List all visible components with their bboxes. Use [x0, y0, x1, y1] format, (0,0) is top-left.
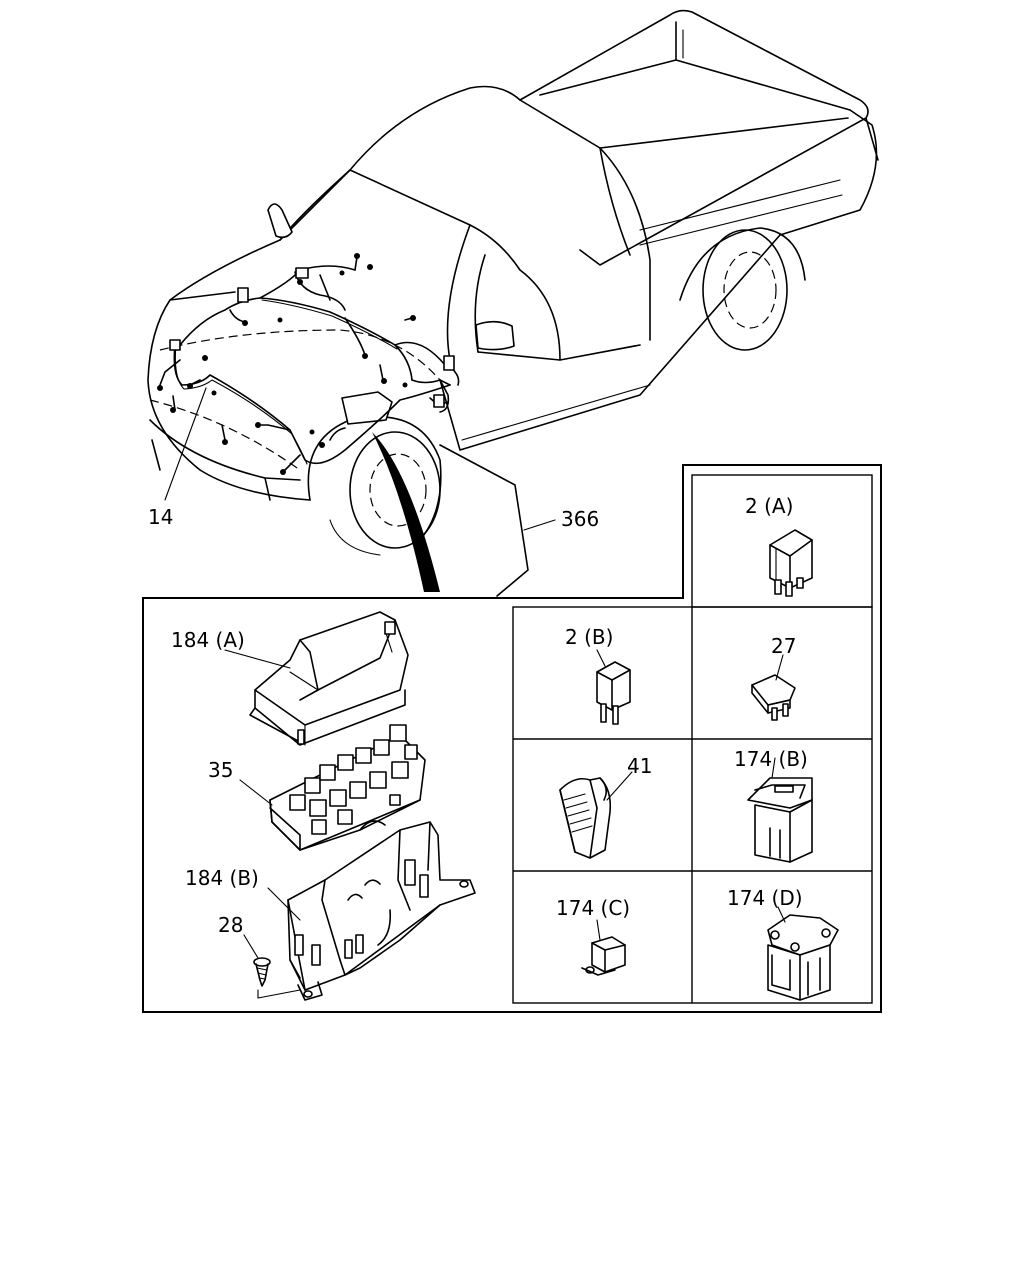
screw-28: 28: [218, 913, 301, 999]
callout-14-label: 14: [148, 505, 173, 529]
fuse-box-lower-case: 184 (B): [185, 821, 476, 1001]
callout-14: 14: [148, 387, 207, 529]
callout-35-label: 35: [208, 758, 233, 782]
top-cell-frame: [691, 474, 873, 608]
callout-184b-label: 184 (B): [185, 866, 259, 890]
wiring-harness-illustration: [157, 253, 460, 475]
detail-frame: [142, 464, 882, 1013]
part-41-fuse-puller: 41: [559, 754, 652, 859]
callout-366: 366: [523, 507, 599, 531]
part-174d-fusible-link: 174 (D): [727, 886, 839, 1001]
callout-174b-label: 174 (B): [734, 747, 808, 771]
callout-184a-label: 184 (A): [171, 628, 245, 652]
callout-174d-label: 174 (D): [727, 886, 803, 910]
rear-wheel-illustration: [679, 227, 806, 351]
callout-28-label: 28: [218, 913, 243, 937]
callout-366-label: 366: [561, 507, 599, 531]
part-174b-fusible-link: 174 (B): [734, 747, 813, 863]
zoom-region-outline: [439, 444, 529, 597]
part-27-fuse: 27: [751, 634, 796, 721]
part-2b-relay: 2 (B): [565, 625, 631, 725]
callout-2b-label: 2 (B): [565, 625, 613, 649]
part-2a-relay: 2 (A): [745, 494, 813, 597]
fuse-relay-block: 35: [208, 724, 426, 851]
zoom-pointer-arrow: [372, 432, 440, 592]
part-174c-fusible-link: 174 (C): [556, 896, 630, 976]
callout-174c-label: 174 (C): [556, 896, 630, 920]
fuse-box-cover: 184 (A): [171, 611, 409, 746]
pickup-truck-illustration: [147, 9, 879, 556]
callout-27-label: 27: [771, 634, 796, 658]
front-wheel-illustration: [307, 416, 442, 556]
callout-2a-label: 2 (A): [745, 494, 793, 518]
callout-41-label: 41: [627, 754, 652, 778]
